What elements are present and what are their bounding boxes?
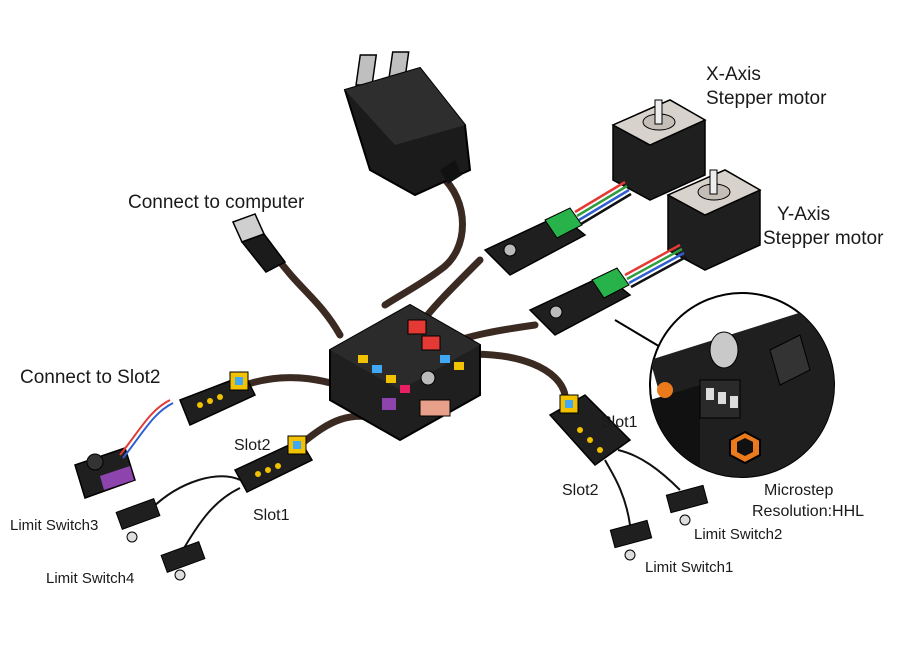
limit-switch-4 bbox=[160, 541, 206, 581]
power-adapter bbox=[343, 51, 472, 197]
y-axis-motor bbox=[666, 169, 762, 271]
main-controller-board bbox=[329, 303, 481, 442]
microstep-detail-zoom bbox=[614, 292, 835, 478]
limit-switch2-label: Limit Switch2 bbox=[694, 526, 783, 543]
resolution-label: Resolution:HHL bbox=[752, 503, 865, 520]
x-axis-motor bbox=[611, 99, 707, 201]
microstep-label: Microstep bbox=[764, 482, 834, 499]
limit-switch-2 bbox=[665, 484, 709, 526]
y-stepper-driver bbox=[528, 267, 632, 336]
left-adapter-slot2 bbox=[179, 371, 257, 427]
limit-switch4-label: Limit Switch4 bbox=[46, 570, 135, 587]
limit-switch3-label: Limit Switch3 bbox=[10, 517, 99, 534]
left-slot2-label: Slot2 bbox=[234, 437, 271, 454]
limit-switch-1 bbox=[609, 519, 653, 561]
limit-switch-wires bbox=[149, 449, 681, 556]
x-stepper-driver bbox=[483, 207, 587, 276]
usb-cable bbox=[271, 251, 344, 339]
left-slot1-label: Slot1 bbox=[253, 507, 290, 524]
usb-plug bbox=[231, 213, 287, 273]
connect-slot2-label: Connect to Slot2 bbox=[20, 367, 161, 388]
power-cable bbox=[381, 171, 466, 309]
connect-computer-label: Connect to computer bbox=[128, 192, 305, 213]
right-adapter bbox=[548, 394, 632, 466]
limit-switch1-label: Limit Switch1 bbox=[645, 559, 734, 576]
servo-motor bbox=[74, 399, 174, 499]
right-slot1-label: Slot1 bbox=[601, 414, 638, 431]
x-axis-label: X-Axis bbox=[706, 64, 761, 85]
motor-wires bbox=[574, 180, 687, 289]
y-axis-label: Y-Axis bbox=[777, 204, 831, 225]
x-axis-sublabel: Stepper motor bbox=[706, 88, 827, 109]
left-adapter-slot1 bbox=[233, 435, 314, 493]
limit-switch-3 bbox=[115, 498, 161, 543]
y-axis-sublabel: Stepper motor bbox=[763, 228, 884, 249]
right-slot2-label: Slot2 bbox=[562, 482, 599, 499]
